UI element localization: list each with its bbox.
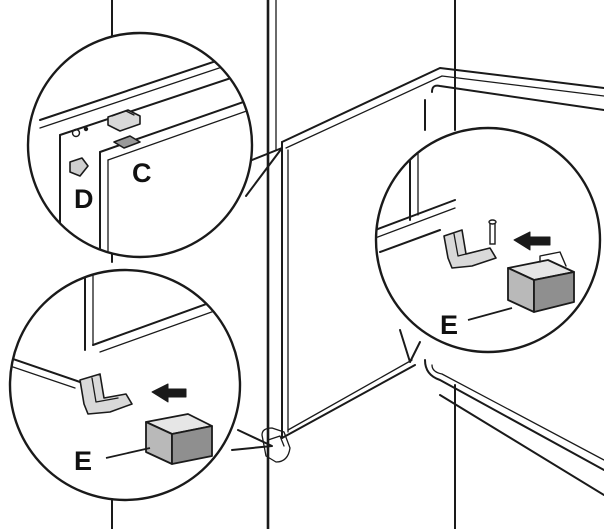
block-e-right <box>507 251 575 313</box>
callout-c-label: C <box>132 158 152 188</box>
part-c-tab <box>113 135 141 149</box>
push-arrow-right <box>513 231 551 251</box>
part-d-hook <box>69 157 89 177</box>
callout-e-right-label: E <box>440 310 458 340</box>
cabinet-outline <box>111 0 456 529</box>
detail-circle-bottom-left: E <box>8 268 291 502</box>
detail-circle-top: C D <box>26 31 283 259</box>
callout-e-left-label: E <box>74 446 92 476</box>
appliance-door <box>281 67 604 496</box>
callout-d-label: D <box>74 184 94 214</box>
block-e-left <box>145 413 213 465</box>
detail-circle-right: E <box>374 126 602 363</box>
push-arrow-left <box>151 383 187 403</box>
